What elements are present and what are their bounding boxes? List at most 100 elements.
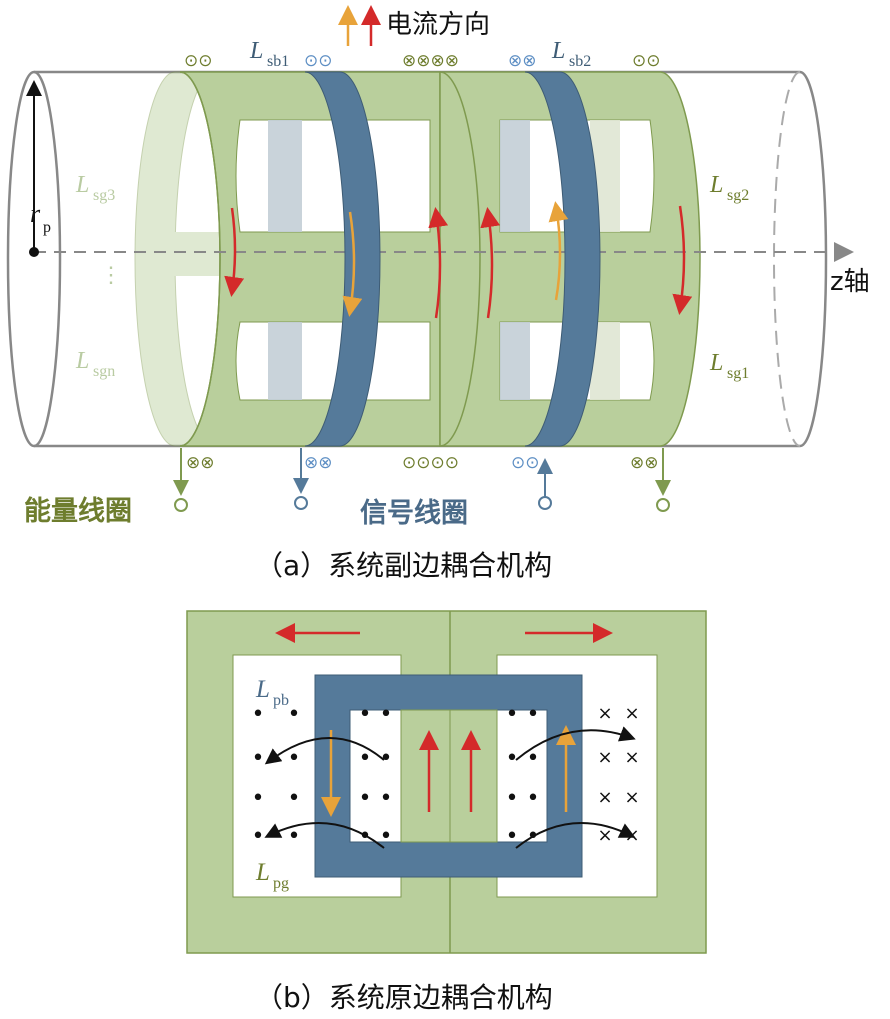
cylinder-left-end <box>6 70 62 448</box>
dot-marker: • <box>527 702 540 727</box>
z-axis-label: z轴 <box>830 267 870 297</box>
svg-text:pg: pg <box>273 875 289 892</box>
energy-coil-lead-right <box>655 448 671 512</box>
svg-text:sg2: sg2 <box>727 187 749 204</box>
svg-text:L: L <box>255 676 270 703</box>
dot-marker: • <box>359 786 372 811</box>
top-symbol-2: ⊙⊙ <box>304 51 333 71</box>
top-symbol-4: ⊗⊗ <box>508 51 537 71</box>
dot-marker: • <box>527 746 540 771</box>
coil-label-lsg3: L sg3 <box>75 172 115 204</box>
center-core-strip <box>400 709 498 843</box>
dot-marker: • <box>506 824 519 849</box>
svg-text:L: L <box>709 350 723 376</box>
dot-marker: • <box>288 702 301 727</box>
orange-current-arrow-2 <box>548 201 569 301</box>
coil-label-lsg2: L sg2 <box>709 172 749 204</box>
svg-text:L: L <box>75 348 89 374</box>
cross-marker: × <box>597 747 612 768</box>
energy-coil-lead-left <box>173 448 189 512</box>
field-markers: • • • • • • × × • • • • • • × × • • • • • • × × • • • • • • × × <box>252 702 640 849</box>
svg-text:pb: pb <box>273 692 289 709</box>
coil-label-lsb1: L sb1 <box>249 38 289 70</box>
top-symbol-1: ⊙⊙ <box>184 51 213 71</box>
dot-marker: • <box>252 824 265 849</box>
secondary-coupling-structure: r p L sg3 ⋮ L sgn L sg2 L sg1 L sb1 <box>6 38 870 529</box>
orange-current-arrow-1 <box>342 211 363 317</box>
coil-vdots: ⋮ <box>100 262 122 287</box>
dot-marker: • <box>380 746 393 771</box>
red-current-arrow-1 <box>224 207 245 297</box>
radius-label: r <box>30 199 41 228</box>
flux-arrow-upper-right <box>515 726 636 761</box>
signal-ring-window-seg-3 <box>500 120 530 232</box>
dot-marker: • <box>359 702 372 727</box>
signal-coil-label: 信号线圈 <box>360 498 468 529</box>
faded-back-coil <box>134 71 235 447</box>
signal-coil-lead-right <box>537 458 553 510</box>
red-current-arrow-2 <box>428 207 449 319</box>
dot-marker: • <box>380 824 393 849</box>
dot-marker: • <box>527 786 540 811</box>
dot-marker: • <box>252 746 265 771</box>
coil-label-lpb: L pb <box>255 676 289 709</box>
signal-ring-window-seg-4 <box>500 322 530 400</box>
top-symbol-5: ⊙⊙ <box>632 51 661 71</box>
coil-label-lpg: L pg <box>255 859 289 892</box>
svg-text:L: L <box>75 172 89 198</box>
signal-ring-window-seg-1 <box>268 120 302 232</box>
current-direction-label: 电流方向 <box>386 10 490 40</box>
coil-label-lsg1: L sg1 <box>709 350 749 382</box>
cross-marker: × <box>597 703 612 724</box>
dot-marker: • <box>380 786 393 811</box>
svg-text:L: L <box>249 38 263 64</box>
svg-text:sb2: sb2 <box>569 53 591 70</box>
signal-ring-window-seg-2 <box>268 322 302 400</box>
dot-marker: • <box>527 824 540 849</box>
dot-marker: • <box>506 746 519 771</box>
svg-text:sg3: sg3 <box>93 187 115 204</box>
svg-text:sb1: sb1 <box>267 53 289 70</box>
dot-marker: • <box>288 746 301 771</box>
dot-marker: • <box>380 702 393 727</box>
cross-marker: × <box>597 825 612 846</box>
caption-b: （b）系统原边耦合机构 <box>255 981 553 1014</box>
coil-label-lsb2: L sb2 <box>551 38 591 70</box>
svg-text:L: L <box>709 172 723 198</box>
cross-marker: × <box>597 787 612 808</box>
energy-coil-label: 能量线圈 <box>24 495 132 527</box>
dot-marker: • <box>506 702 519 727</box>
red-current-arrow-4 <box>672 205 693 315</box>
flux-arrow-lower-left <box>264 822 385 849</box>
bottom-symbol-5: ⊗⊗ <box>630 453 659 473</box>
axis-origin-dot <box>29 247 39 257</box>
cylinder-right-end <box>799 70 828 448</box>
svg-text:sgn: sgn <box>93 363 115 380</box>
cross-marker: × <box>624 703 639 724</box>
dot-marker: • <box>252 702 265 727</box>
bottom-symbol-3: ⊙⊙⊙⊙ <box>402 453 459 473</box>
svg-text:L: L <box>551 38 565 64</box>
top-symbol-3: ⊗⊗⊗⊗ <box>402 51 459 71</box>
svg-text:L: L <box>255 859 270 886</box>
dot-marker: • <box>359 746 372 771</box>
coil-label-lsgn: L sgn <box>75 348 115 380</box>
signal-coil-lsb2 <box>524 71 601 447</box>
dot-marker: • <box>288 786 301 811</box>
svg-text:sg1: sg1 <box>727 365 749 382</box>
caption-a: （a）系统副边耦合机构 <box>255 549 552 582</box>
dot-marker: • <box>288 824 301 849</box>
cross-marker: × <box>624 825 639 846</box>
bottom-symbol-1: ⊗⊗ <box>186 453 215 473</box>
bottom-symbol-2: ⊗⊗ <box>304 453 333 473</box>
bottom-symbol-4: ⊙⊙ <box>511 453 540 473</box>
flux-arrow-lower-right <box>515 822 636 849</box>
dot-marker: • <box>252 786 265 811</box>
current-direction-legend: 电流方向 <box>338 5 490 46</box>
cylinder-right-hidden-edge <box>773 71 801 447</box>
dot-marker: • <box>359 824 372 849</box>
cross-marker: × <box>624 747 639 768</box>
dot-marker: • <box>506 786 519 811</box>
cross-marker: × <box>624 787 639 808</box>
